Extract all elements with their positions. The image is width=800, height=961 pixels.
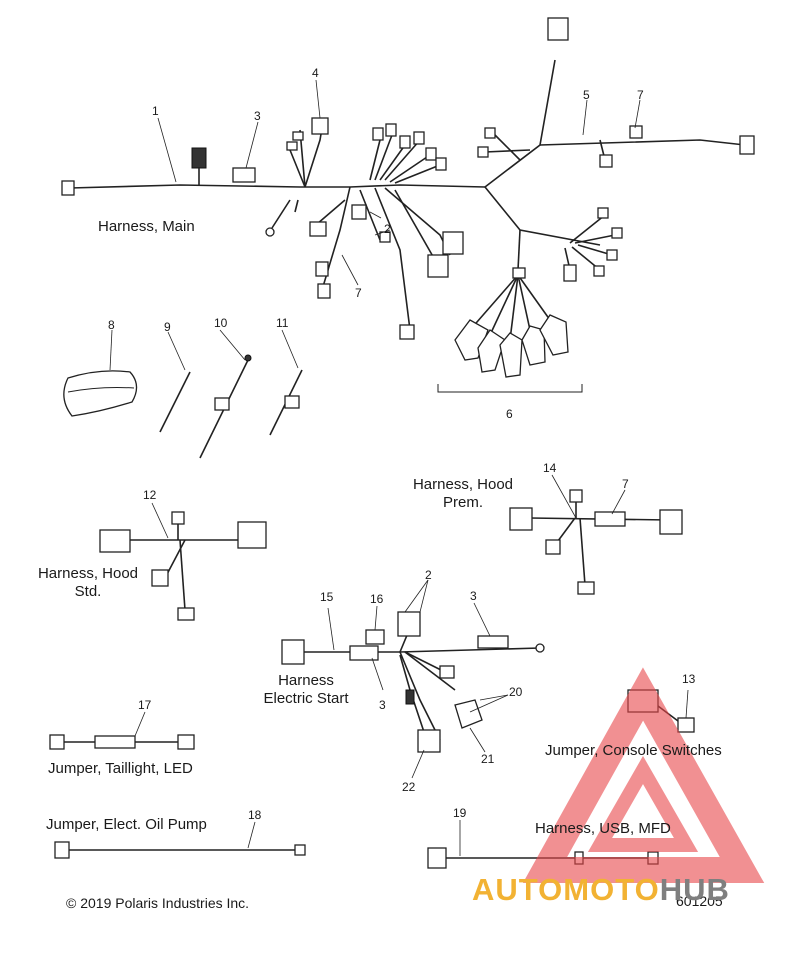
parts-8-to-11 [63, 354, 303, 459]
watermark-text: AUTOMOTOHUB [472, 872, 730, 908]
callout-2: 2 [384, 222, 391, 236]
bracket-6 [437, 384, 583, 393]
callout-16: 16 [370, 592, 384, 606]
callout-10: 10 [214, 316, 228, 330]
harness-hood-std [99, 511, 267, 621]
label-jumper-taillight: Jumper, Taillight, LED [48, 760, 193, 777]
copyright-text: © 2019 Polaris Industries Inc. [66, 895, 250, 911]
label-harness-main: Harness, Main [98, 218, 195, 235]
callout-3: 3 [379, 698, 386, 712]
callout-11: 11 [276, 316, 289, 330]
watermark-logo [522, 667, 765, 883]
callout-18: 18 [248, 808, 262, 822]
callout-22: 22 [402, 780, 416, 794]
label-harness-hood-std: Harness, Hood Std. [37, 565, 139, 600]
watermark-part1: AUTOMOTO [472, 872, 660, 907]
leader-lines [109, 79, 689, 856]
main-harness [61, 17, 755, 378]
callout-17: 17 [138, 698, 152, 712]
callout-8: 8 [108, 318, 115, 332]
label-jumper-oil-pump: Jumper, Elect. Oil Pump [46, 816, 207, 833]
callout-19: 19 [453, 806, 467, 820]
callout-20: 20 [509, 685, 523, 699]
callout-2: 2 [425, 568, 432, 582]
callout-13: 13 [682, 672, 696, 686]
harness-electric-start [281, 611, 545, 753]
watermark-part2: HUB [659, 872, 730, 907]
callout-1: 1 [152, 104, 159, 118]
label-jumper-console: Jumper, Console Switches [545, 742, 722, 759]
callout-3: 3 [254, 109, 261, 123]
callout-7: 7 [355, 286, 362, 300]
callout-21: 21 [481, 752, 495, 766]
callout-7: 7 [637, 88, 644, 102]
diagram-number: 601205 [676, 893, 723, 909]
callout-9: 9 [164, 320, 171, 334]
callout-15: 15 [320, 590, 334, 604]
callout-6: 6 [506, 407, 513, 421]
label-harness-usb: Harness, USB, MFD [535, 820, 671, 837]
callout-4: 4 [312, 66, 319, 80]
callout-12: 12 [143, 488, 157, 502]
callout-14: 14 [543, 461, 557, 475]
callout-7: 7 [622, 477, 629, 491]
label-harness-electric-start: Harness Electric Start [263, 672, 349, 707]
callout-5: 5 [583, 88, 590, 102]
label-harness-hood-prem: Harness, Hood Prem. [412, 476, 514, 511]
callout-3: 3 [470, 589, 477, 603]
harness-hood-prem [509, 489, 683, 595]
